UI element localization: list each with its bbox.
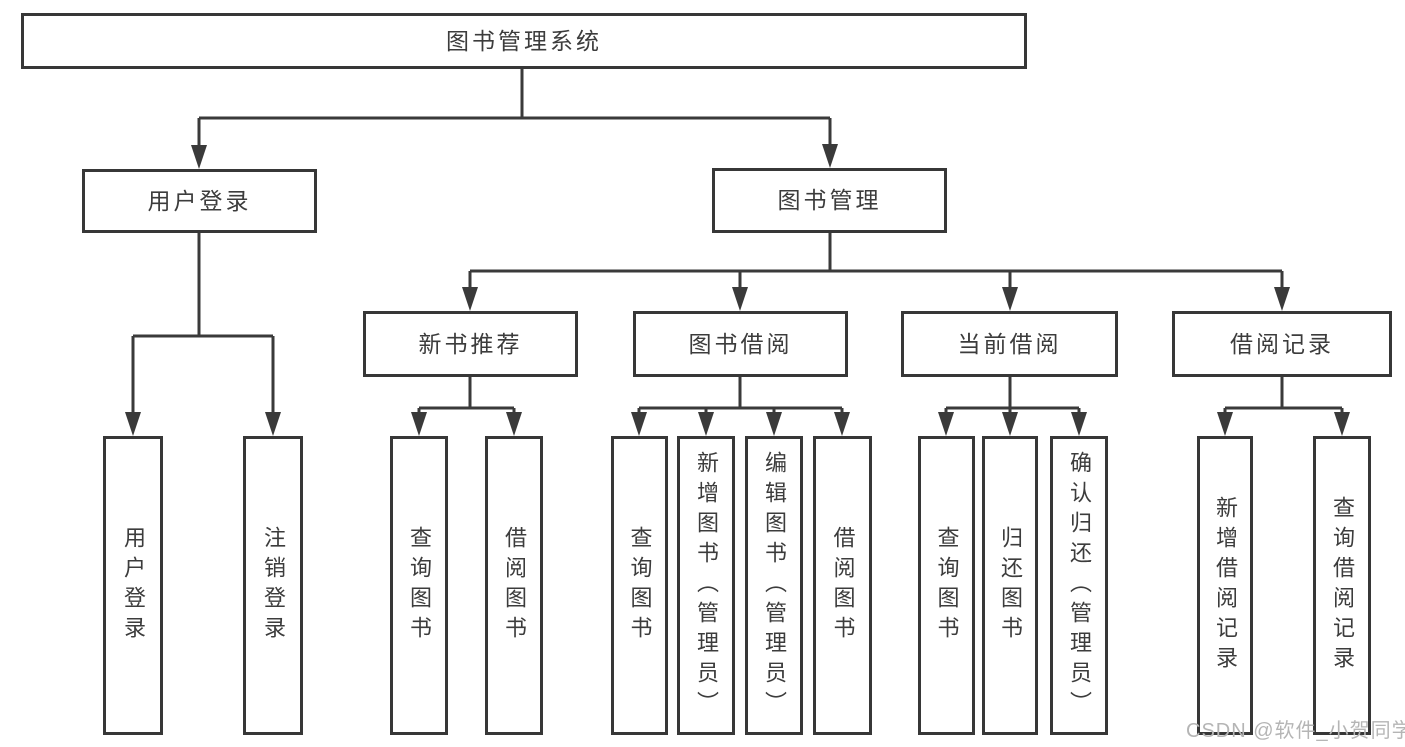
arrow-down-icon <box>1002 412 1018 436</box>
node-borrow-records-label: 借阅记录 <box>1230 330 1334 357</box>
arrow-down-icon <box>732 287 748 311</box>
arrow-down-icon <box>1217 412 1233 436</box>
leaf-query-books-borrow: 查询图书 <box>611 436 668 735</box>
node-book-borrow-label: 图书借阅 <box>688 330 793 357</box>
arrow-down-icon <box>506 412 522 436</box>
arrow-down-icon <box>1002 287 1018 311</box>
leaf-query-books-recommend: 查询图书 <box>390 436 448 735</box>
node-user-login-label: 用户登录 <box>147 187 252 214</box>
leaf-user-login-label: 用户登录 <box>121 525 146 646</box>
leaf-query-books-current-label: 查询图书 <box>934 525 960 646</box>
leaf-add-borrow-record-label: 新增借阅记录 <box>1213 495 1238 676</box>
arrow-down-icon <box>1274 287 1290 311</box>
arrow-down-icon <box>125 412 141 436</box>
arrow-down-icon <box>822 144 838 168</box>
node-current-borrow-label: 当前借阅 <box>957 330 1062 357</box>
arrow-down-icon <box>834 412 850 436</box>
leaf-borrow-books-2: 借阅图书 <box>813 436 872 735</box>
node-user-login: 用户登录 <box>82 169 317 233</box>
leaf-user-login: 用户登录 <box>103 436 163 735</box>
arrow-down-icon <box>191 145 207 169</box>
node-current-borrow: 当前借阅 <box>901 311 1118 377</box>
leaf-add-borrow-record: 新增借阅记录 <box>1197 436 1253 735</box>
leaf-edit-book-admin: 编辑图书（管理员） <box>745 436 803 735</box>
arrow-down-icon <box>631 412 647 436</box>
leaf-query-books-current: 查询图书 <box>918 436 975 735</box>
node-book-management: 图书管理 <box>712 168 947 233</box>
leaf-add-book-admin: 新增图书（管理员） <box>677 436 735 735</box>
node-borrow-records: 借阅记录 <box>1172 311 1392 377</box>
arrow-down-icon <box>1334 412 1350 436</box>
leaf-query-books-borrow-label: 查询图书 <box>627 525 653 646</box>
leaf-query-borrow-record-label: 查询借阅记录 <box>1330 495 1355 676</box>
arrow-down-icon <box>1071 412 1087 436</box>
node-new-book-recommend-label: 新书推荐 <box>418 330 523 357</box>
arrow-down-icon <box>411 412 427 436</box>
leaf-confirm-return-admin: 确认归还（管理员） <box>1050 436 1108 735</box>
leaf-add-book-admin-label: 新增图书（管理员） <box>694 450 719 721</box>
leaf-borrow-books-2-label: 借阅图书 <box>830 525 856 646</box>
node-book-management-label: 图书管理 <box>777 187 882 213</box>
node-new-book-recommend: 新书推荐 <box>363 311 578 377</box>
node-book-borrow: 图书借阅 <box>633 311 848 377</box>
leaf-confirm-return-admin-label: 确认归还（管理员） <box>1067 450 1092 721</box>
arrow-down-icon <box>938 412 954 436</box>
leaf-borrow-books-recommend: 借阅图书 <box>485 436 543 735</box>
arrow-down-icon <box>265 412 281 436</box>
leaf-query-books-recommend-label: 查询图书 <box>407 525 432 646</box>
leaf-logout-label: 注销登录 <box>261 525 286 646</box>
arrowheads <box>125 144 1350 436</box>
arrow-down-icon <box>698 412 714 436</box>
leaf-return-book-label: 归还图书 <box>998 525 1023 646</box>
leaf-return-book: 归还图书 <box>982 436 1038 735</box>
leaf-borrow-books-recommend-label: 借阅图书 <box>502 525 527 646</box>
leaf-edit-book-admin-label: 编辑图书（管理员） <box>762 450 787 721</box>
node-root-label: 图书管理系统 <box>446 27 602 54</box>
leaf-query-borrow-record: 查询借阅记录 <box>1313 436 1371 735</box>
arrow-down-icon <box>462 287 478 311</box>
connector-lines <box>131 69 1344 415</box>
leaf-logout: 注销登录 <box>243 436 303 735</box>
watermark: CSDN @软件_小贺同学 <box>1186 720 1405 742</box>
arrow-down-icon <box>766 412 782 436</box>
node-root: 图书管理系统 <box>21 13 1027 69</box>
